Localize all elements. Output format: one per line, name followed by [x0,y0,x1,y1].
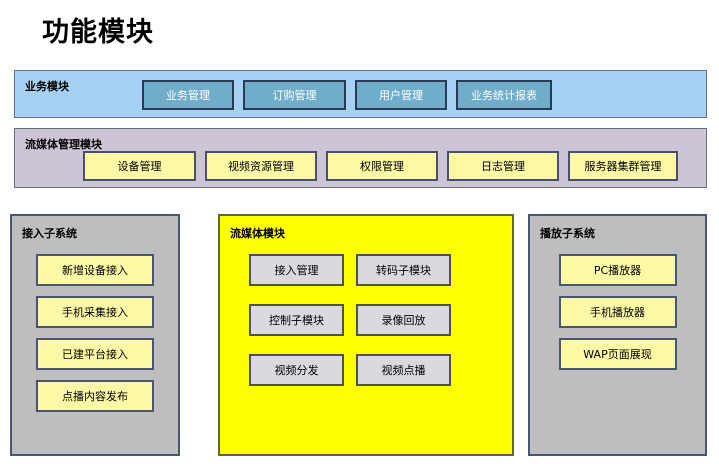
button-video-distribution[interactable]: 视频分发 [249,354,344,386]
button-new-device-access[interactable]: 新增设备接入 [36,254,154,286]
panel-access-subsystem: 接入子系统 新增设备接入 手机采集接入 已建平台接入 点播内容发布 [10,214,180,456]
button-business-management[interactable]: 业务管理 [142,80,234,110]
button-server-cluster-management[interactable]: 服务器集群管理 [568,151,678,181]
band-stream-management-module: 流媒体管理模块 设备管理 视频资源管理 权限管理 日志管理 服务器集群管理 [14,128,707,188]
button-vod-content-publish[interactable]: 点播内容发布 [36,380,154,412]
panel-access-label: 接入子系统 [22,227,77,240]
button-transcode-submodule[interactable]: 转码子模块 [356,254,451,286]
panel-stream-module-buttons: 接入管理 转码子模块 控制子模块 录像回放 视频分发 视频点播 [249,254,451,386]
band-business-buttons: 业务管理 订购管理 用户管理 业务统计报表 [142,80,552,110]
panel-stream-module: 流媒体模块 接入管理 转码子模块 控制子模块 录像回放 视频分发 视频点播 [218,214,514,456]
button-video-on-demand[interactable]: 视频点播 [356,354,451,386]
button-wap-page-display[interactable]: WAP页面展现 [558,338,677,370]
button-control-submodule[interactable]: 控制子模块 [249,304,344,336]
button-existing-platform-access[interactable]: 已建平台接入 [36,338,154,370]
panel-stream-module-label: 流媒体模块 [230,227,285,240]
button-access-management[interactable]: 接入管理 [249,254,344,286]
button-video-resource-management[interactable]: 视频资源管理 [205,151,317,181]
panel-access-buttons: 新增设备接入 手机采集接入 已建平台接入 点播内容发布 [36,254,154,412]
button-user-management[interactable]: 用户管理 [355,80,447,110]
button-business-statistics[interactable]: 业务统计报表 [456,80,552,110]
panel-player-buttons: PC播放器 手机播放器 WAP页面展现 [558,254,677,370]
band-business-module: 业务模块 业务管理 订购管理 用户管理 业务统计报表 [14,70,707,118]
button-log-management[interactable]: 日志管理 [447,151,559,181]
band-stream-label: 流媒体管理模块 [25,138,102,151]
button-mobile-player[interactable]: 手机播放器 [558,296,677,328]
button-order-management[interactable]: 订购管理 [243,80,346,110]
panel-player-subsystem: 播放子系统 PC播放器 手机播放器 WAP页面展现 [528,214,707,456]
panel-player-label: 播放子系统 [540,227,595,240]
button-permission-management[interactable]: 权限管理 [326,151,438,181]
button-recording-playback[interactable]: 录像回放 [356,304,451,336]
button-device-management[interactable]: 设备管理 [83,151,196,181]
button-pc-player[interactable]: PC播放器 [558,254,677,286]
band-business-label: 业务模块 [25,80,69,93]
button-mobile-capture-access[interactable]: 手机采集接入 [36,296,154,328]
band-stream-buttons: 设备管理 视频资源管理 权限管理 日志管理 服务器集群管理 [83,151,678,181]
page-title: 功能模块 [42,17,154,48]
